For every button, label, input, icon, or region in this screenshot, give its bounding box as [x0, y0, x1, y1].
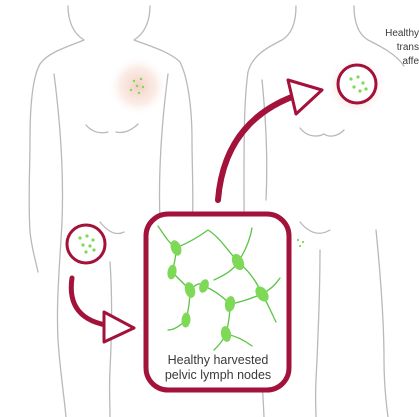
harvest-site-circle — [67, 225, 105, 263]
top-note-line-3: affe — [403, 56, 419, 67]
recipient-groin-dots — [297, 239, 304, 247]
transfer-arrow-head — [288, 80, 322, 114]
box-caption-line-1: Healthy harvested — [168, 353, 269, 367]
top-note-line-1: Healthy — [385, 28, 419, 39]
harvest-arrow-head — [104, 312, 134, 342]
recipient-target-circle — [338, 65, 376, 103]
box-caption-line-2: pelvic lymph nodes — [165, 368, 271, 382]
transfer-arrow — [218, 94, 300, 200]
top-note-line-2: trans — [397, 42, 419, 53]
